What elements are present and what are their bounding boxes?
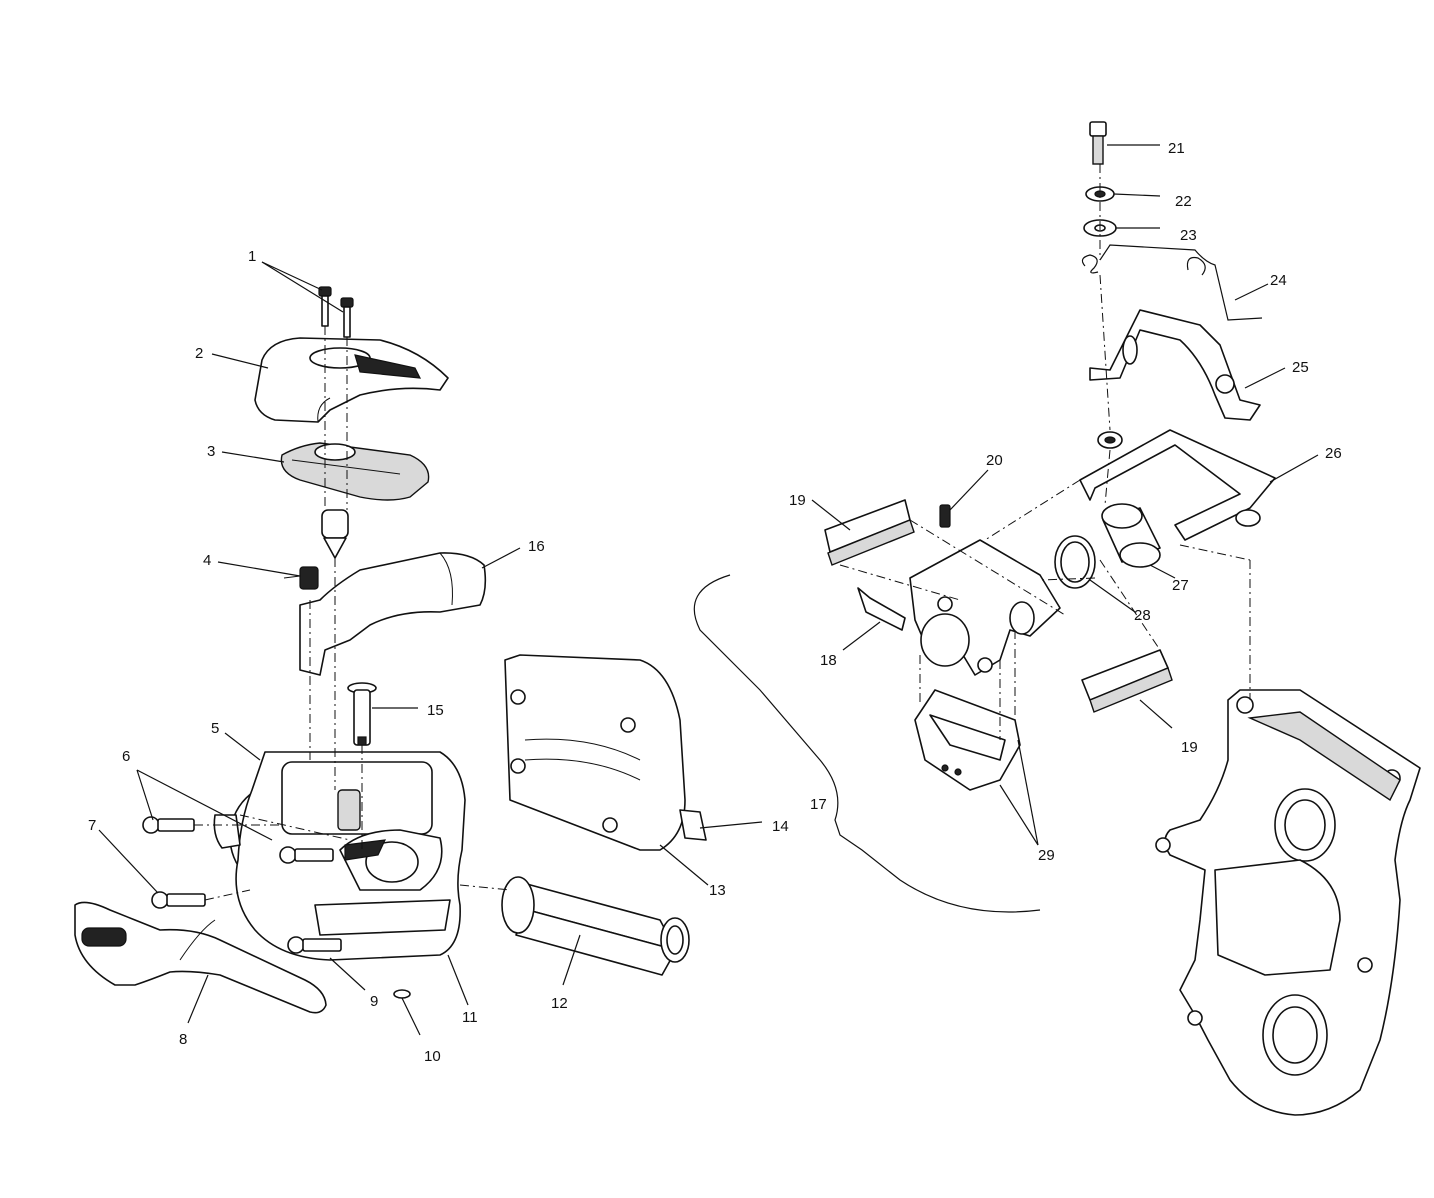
- callout-22: 22: [1175, 193, 1192, 210]
- part-4-spring: [283, 566, 319, 590]
- callout-19b: 19: [1181, 739, 1198, 756]
- chaincase-housing: [1155, 689, 1421, 1116]
- callout-16: 16: [528, 538, 545, 555]
- part-15-pin: [347, 682, 377, 746]
- callout-24: 24: [1270, 272, 1287, 289]
- part-6-screw: [142, 816, 195, 834]
- callout-7: 7: [88, 817, 96, 834]
- part-18-caliper: [857, 539, 1061, 676]
- callout-13: 13: [709, 882, 726, 899]
- part-20-bleeder: [939, 504, 951, 528]
- alignment-lines-right: [839, 164, 1251, 740]
- callout-9: 9: [370, 993, 378, 1010]
- callout-29: 29: [1038, 847, 1055, 864]
- part-19-pad-top: [824, 499, 915, 566]
- callout-21: 21: [1168, 140, 1185, 157]
- part-3-gasket: [280, 442, 430, 501]
- callout-26: 26: [1325, 445, 1342, 462]
- part-24-spring: [1081, 244, 1263, 321]
- callout-20: 20: [986, 452, 1003, 469]
- callout-2: 2: [195, 345, 203, 362]
- callout-11: 11: [462, 1009, 478, 1026]
- callout-6: 6: [122, 748, 130, 765]
- callout-10: 10: [424, 1048, 441, 1065]
- callout-14: 14: [772, 818, 789, 835]
- housing-screw: [279, 846, 334, 864]
- plunger: [321, 509, 349, 559]
- alignment-lines-left: [194, 326, 511, 901]
- part-19-pad-bottom: [1081, 649, 1173, 713]
- callout-4: 4: [203, 552, 211, 569]
- part-25-bracket: [1089, 309, 1261, 421]
- callout-18: 18: [820, 652, 837, 669]
- callout-25: 25: [1292, 359, 1309, 376]
- part-9-screw: [287, 936, 342, 954]
- callout-8: 8: [179, 1031, 187, 1048]
- part-28-seal-ring: [1054, 535, 1096, 589]
- callout-17: 17: [810, 796, 827, 813]
- part-12-grip: [501, 876, 690, 976]
- callout-19a: 19: [789, 492, 806, 509]
- callout-labels: 1 2 3 4 5 6 7 8 9 10 11 12 13 14 15 16 1…: [88, 140, 1342, 1065]
- part-29-pads: [914, 689, 1021, 791]
- part-1-screws: [318, 286, 354, 338]
- part-27-piston: [1101, 503, 1161, 568]
- part-16-throttle-lever: [299, 552, 487, 676]
- callout-5: 5: [211, 720, 219, 737]
- callout-27: 27: [1172, 577, 1189, 594]
- callout-15: 15: [427, 702, 444, 719]
- part-8-brake-lever: [74, 901, 327, 1014]
- callout-3: 3: [207, 443, 215, 460]
- part-17-bracket-brace: [693, 574, 1041, 913]
- part-13-side-cover: [504, 654, 707, 851]
- part-7-screw: [151, 891, 206, 909]
- callout-12: 12: [551, 995, 568, 1012]
- leader-lines: [98, 144, 1319, 1036]
- part-2-cover: [254, 337, 449, 423]
- part-5-housing: [213, 751, 466, 961]
- part-10-clip: [393, 989, 411, 999]
- part-26-frame: [1079, 429, 1276, 541]
- callout-28: 28: [1134, 607, 1151, 624]
- callout-1: 1: [248, 248, 256, 265]
- callout-23: 23: [1180, 227, 1197, 244]
- part-21-bolt: [1089, 121, 1107, 165]
